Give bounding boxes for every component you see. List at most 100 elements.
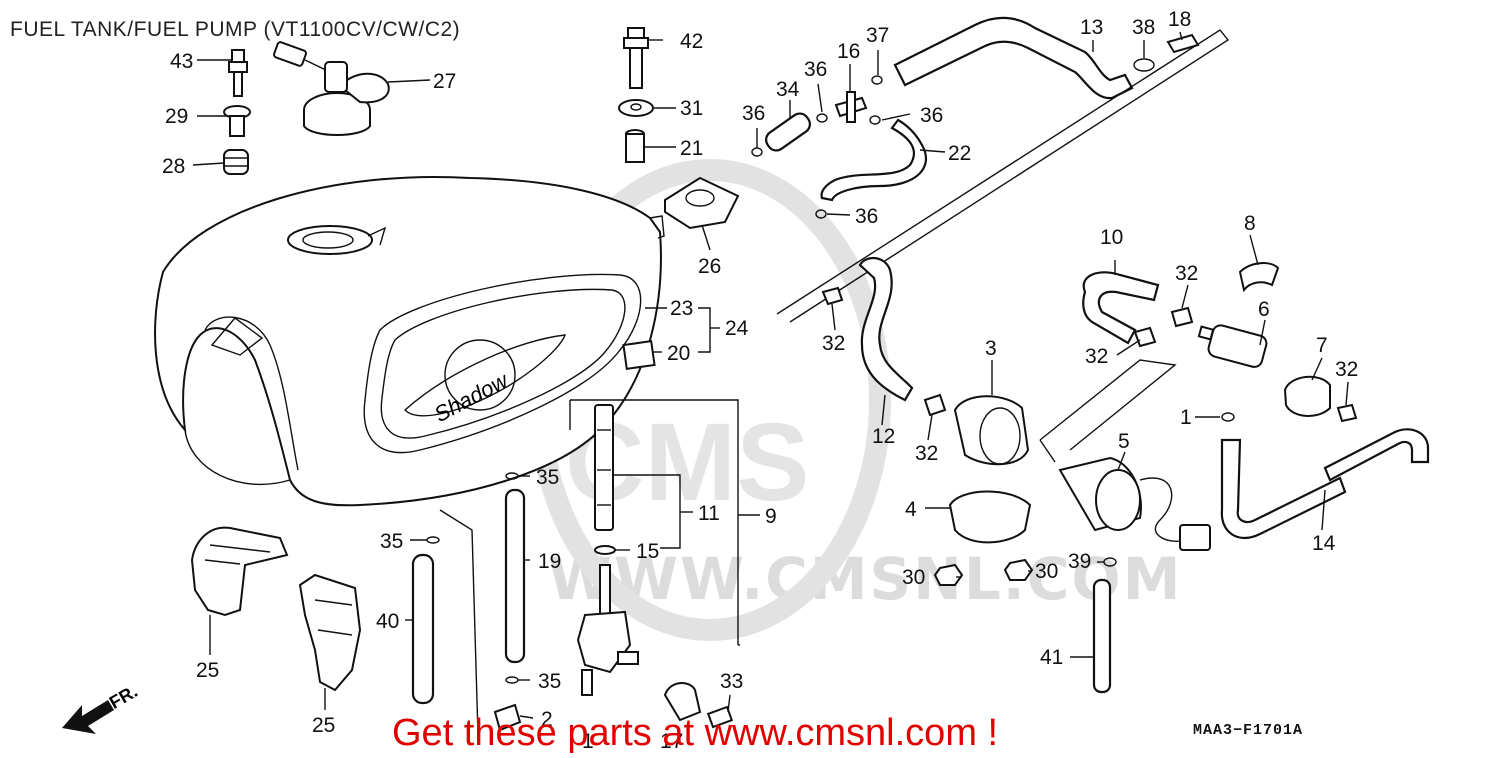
clip-37: [871, 75, 883, 85]
callout-32-a: 32: [822, 332, 845, 355]
callout-26: 26: [698, 255, 721, 278]
callout-24: 24: [725, 317, 749, 340]
clip-32-b: [923, 393, 947, 417]
bolt-42: [623, 27, 649, 89]
callout-9: 9: [765, 505, 777, 528]
callout-38: 38: [1132, 16, 1155, 39]
hose-14-upper: [1323, 428, 1430, 482]
callout-35-b: 35: [380, 530, 403, 553]
callout-25-b: 25: [312, 714, 335, 737]
callout-32-b: 32: [915, 442, 938, 465]
callout-22: 22: [948, 142, 971, 165]
callout-16: 16: [837, 40, 860, 63]
clip-32-d: [1133, 326, 1157, 348]
fuel-cap-27: [273, 41, 390, 136]
callout-10: 10: [1100, 226, 1123, 249]
front-arrow-icon: FR.: [62, 681, 141, 734]
callout-40: 40: [376, 610, 399, 633]
callout-36-b: 36: [804, 58, 827, 81]
joint-18: [1166, 33, 1200, 54]
callout-32-e: 32: [1335, 358, 1358, 381]
clamp-17: [663, 682, 702, 722]
callout-2: 2: [541, 708, 553, 731]
callout-17: 17: [660, 730, 683, 753]
fuel-pump-5: [1058, 456, 1211, 551]
rubber-25-right: [298, 573, 362, 692]
clip-38: [1133, 58, 1155, 72]
callout-43: 43: [170, 50, 193, 73]
bracket-4: [948, 490, 1032, 544]
callout-15: 15: [636, 540, 659, 563]
callout-23: 23: [670, 297, 693, 320]
clip-36-d: [815, 209, 827, 219]
clip-39: [1103, 557, 1117, 567]
collar-29: [223, 105, 251, 137]
washer-31: [618, 99, 654, 117]
hose-10: [1082, 271, 1160, 345]
callout-4: 4: [905, 498, 917, 521]
callout-36-a: 36: [742, 102, 765, 125]
diagram-title: FUEL TANK/FUEL PUMP (VT1100CV/CW/C2): [10, 18, 461, 41]
callout-32-c: 32: [1175, 262, 1198, 285]
callout-14: 14: [1312, 532, 1336, 555]
callout-32-d: 32: [1085, 345, 1108, 368]
callout-11: 11: [698, 502, 720, 525]
hose-34: [765, 112, 811, 152]
callout-34: 34: [776, 78, 800, 101]
hose-40: [411, 553, 435, 705]
clip-35-b: [426, 536, 440, 544]
joint-16: [834, 91, 868, 123]
callout-5: 5: [1118, 430, 1130, 453]
clip-36-c: [869, 115, 881, 125]
joint-2: [493, 703, 522, 732]
figure-code: MAA3−F1701A: [1193, 722, 1304, 739]
cushion-8: [1238, 262, 1280, 293]
callout-31: 31: [680, 97, 703, 120]
rubber-28: [223, 149, 249, 175]
fuel-valve-9: [576, 404, 639, 696]
bracket-26: [664, 176, 740, 230]
callout-36-d: 36: [855, 205, 878, 228]
hose-14-lower: [1220, 438, 1347, 540]
callout-8: 8: [1244, 212, 1256, 235]
callout-37: 37: [866, 24, 889, 47]
frame-line-upper: [776, 29, 1230, 323]
rubber-3: [953, 395, 1030, 466]
hose-22: [820, 118, 928, 202]
callout-18: 18: [1168, 8, 1191, 31]
hose-19: [504, 488, 526, 664]
callout-27: 27: [433, 70, 456, 93]
callout-3: 3: [985, 337, 997, 360]
band-7: [1283, 375, 1331, 417]
frame-line-lower: [1039, 359, 1177, 451]
callout-35-c: 35: [538, 670, 561, 693]
bolt-43: [228, 49, 248, 97]
callout-21: 21: [680, 137, 703, 160]
rubber-25-left: [190, 526, 289, 617]
hose-13: [893, 16, 1134, 100]
callout-7: 7: [1316, 334, 1328, 357]
collar-21: [625, 129, 645, 163]
callout-29: 29: [165, 105, 188, 128]
callout-36-c: 36: [920, 104, 943, 127]
leader-lines: [192, 31, 1349, 736]
screw-33: [706, 705, 734, 729]
callout-12: 12: [872, 425, 895, 448]
callout-25-a: 25: [196, 659, 219, 682]
label-20: [622, 340, 656, 370]
callout-30-b: 30: [1035, 560, 1058, 583]
callout-42: 42: [680, 30, 703, 53]
callout-28: 28: [162, 155, 185, 178]
callout-1-a: 1: [1180, 406, 1192, 429]
clip-36-b: [816, 113, 828, 123]
callout-20: 20: [667, 342, 690, 365]
callout-numbers: 42 43 27 29 31 21 28 26 23 24 20 35 11 9…: [162, 8, 1358, 753]
footer-link-text[interactable]: Get these parts at www.cmsnl.com !: [392, 712, 999, 754]
clip-32-a: [821, 286, 844, 306]
callout-35-a: 35: [536, 466, 559, 489]
callout-41: 41: [1040, 646, 1063, 669]
fuel-tank: Shadow: [154, 176, 665, 507]
clip-32-c: [1170, 306, 1194, 328]
nut-30-a: [933, 563, 964, 586]
